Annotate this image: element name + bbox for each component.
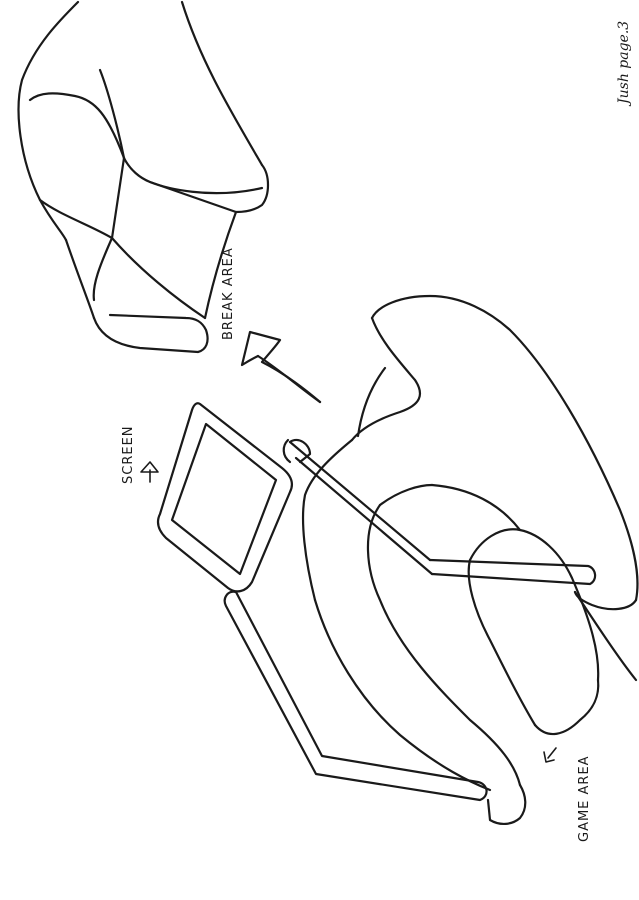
game-area-arrow [543, 747, 557, 763]
break-area-label: BREAK AREA [221, 247, 236, 340]
page-note: Jush page.3 [616, 21, 632, 107]
game-frame [223, 438, 597, 802]
screen-panel [156, 402, 293, 593]
direction-arrow [240, 330, 322, 404]
screen-arrow [140, 461, 159, 483]
game-area-label: GAME AREA [577, 755, 592, 842]
screen-label: SCREEN [121, 425, 136, 484]
break-area-sofa [17, 0, 270, 354]
game-area-seat [301, 294, 639, 825]
